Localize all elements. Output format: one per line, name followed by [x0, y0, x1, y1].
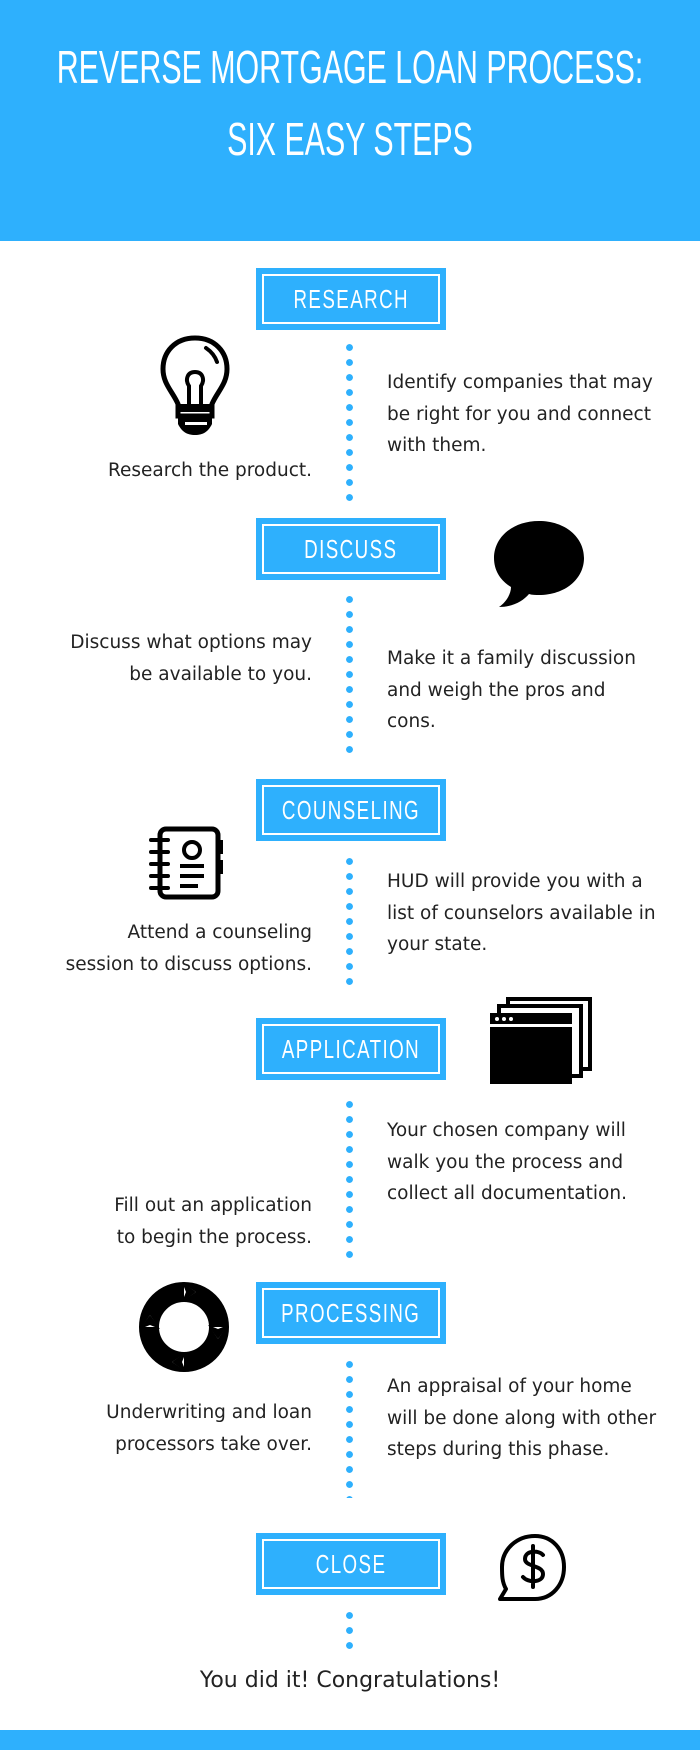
step-label: COUNSELING	[281, 794, 421, 825]
title-line-1: Reverse Mortgage Loan Process:	[56, 41, 644, 93]
dotted-connector	[346, 1361, 353, 1498]
step-label: DISCUSS	[304, 533, 398, 564]
dollar-bubble-icon	[498, 1534, 566, 1601]
step-discuss-label: DISCUSS	[256, 518, 446, 580]
step-label: RESEARCH	[293, 283, 409, 314]
step-counseling-label: COUNSELING	[256, 779, 446, 841]
title-line-2: Six Easy Steps	[227, 113, 473, 165]
dotted-connector	[346, 344, 353, 501]
step-application-label: APPLICATION	[256, 1018, 446, 1080]
step-processing-label: PROCESSING	[256, 1282, 446, 1344]
address-book-icon	[149, 826, 223, 900]
step-research-label: RESEARCH	[256, 268, 446, 330]
dotted-connector	[346, 1101, 353, 1258]
browser-windows-icon	[490, 997, 592, 1084]
header-banner: Reverse Mortgage Loan Process: Six Easy …	[0, 0, 700, 241]
footer-bar	[0, 1730, 700, 1750]
step-close-label: CLOSE	[256, 1533, 446, 1595]
dotted-connector	[346, 596, 353, 753]
cycle-arrows-icon	[139, 1282, 229, 1372]
dotted-connector	[346, 1612, 353, 1657]
step-research-left-text: Research the product.	[107, 460, 312, 481]
step-label: CLOSE	[315, 1548, 387, 1579]
step-label: APPLICATION	[281, 1033, 421, 1064]
step-label: PROCESSING	[281, 1297, 421, 1328]
lightbulb-icon	[160, 335, 230, 435]
final-message: You did it! Congratulations!	[199, 1668, 501, 1693]
dotted-connector	[346, 858, 353, 988]
speech-bubble-icon	[494, 521, 584, 607]
